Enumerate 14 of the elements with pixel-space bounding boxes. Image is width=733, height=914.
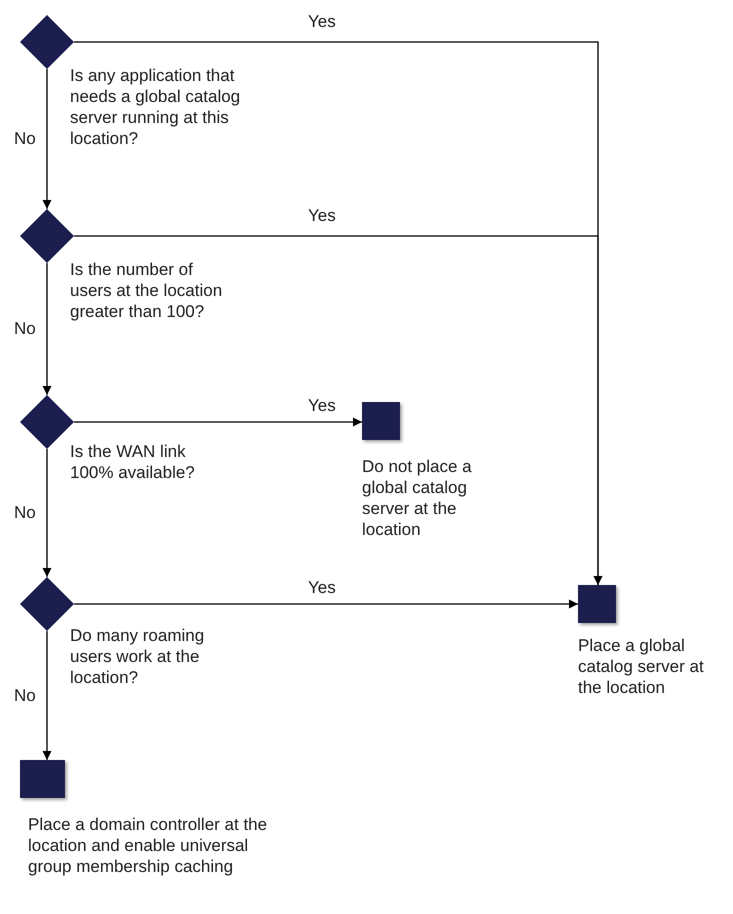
- question-text: Is any application that needs a global catalog server running at this location?: [70, 65, 242, 149]
- arrow: [74, 600, 578, 608]
- arrow: [42, 631, 52, 760]
- arrow: [74, 235, 602, 585]
- arrow: [42, 69, 52, 209]
- action-text: Do not place a global catalog server at the location: [362, 456, 473, 540]
- question-text: Is the number of users at the location greater than 100?: [70, 259, 224, 322]
- action-text: Place a global catalog server at the location: [578, 635, 705, 698]
- question-text: Is the WAN link 100% available?: [70, 441, 196, 483]
- arrow: [42, 263, 52, 395]
- arrow: [42, 449, 52, 577]
- question-text: Do many roaming users work at the location?: [70, 625, 206, 688]
- action-text: Place a domain controller at the location and enable universal group membership caching: [28, 814, 268, 877]
- arrow: [74, 418, 362, 426]
